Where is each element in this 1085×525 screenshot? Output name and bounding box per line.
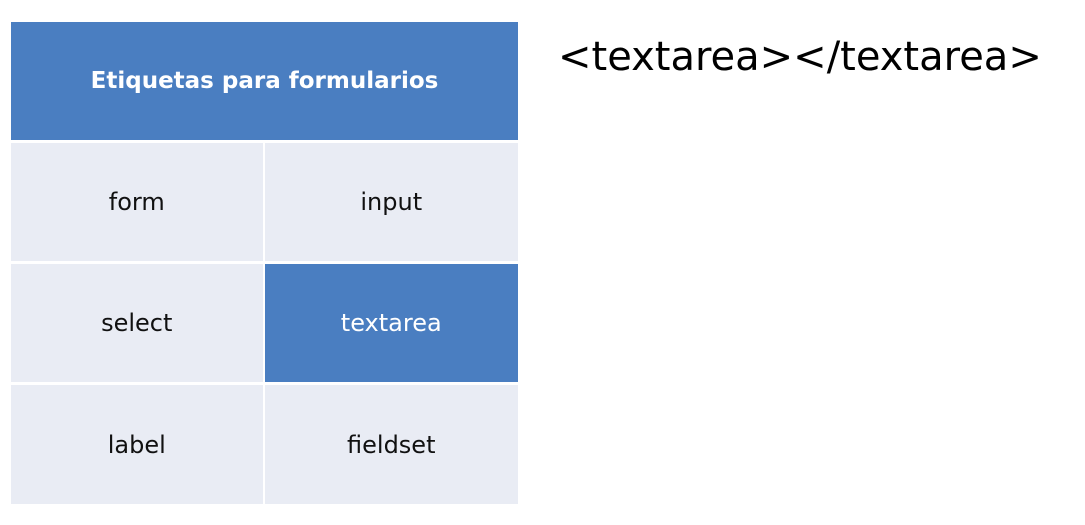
table-cell-label: label — [11, 385, 265, 504]
table-cell-form: form — [11, 143, 265, 264]
table-cell-fieldset: fieldset — [264, 385, 518, 504]
table-cell-select: select — [11, 264, 265, 385]
table-cell-textarea-highlighted: textarea — [264, 264, 518, 385]
table-cell-input: input — [264, 143, 518, 264]
textarea-code-example: <textarea></textarea> — [558, 34, 1042, 80]
table-header: Etiquetas para formularios — [11, 22, 518, 143]
form-tags-table: Etiquetas para formularios form input se… — [11, 22, 518, 504]
table-row: form input — [11, 143, 518, 264]
table-row: label fieldset — [11, 385, 518, 504]
table-row: select textarea — [11, 264, 518, 385]
table-header-row: Etiquetas para formularios — [11, 22, 518, 143]
